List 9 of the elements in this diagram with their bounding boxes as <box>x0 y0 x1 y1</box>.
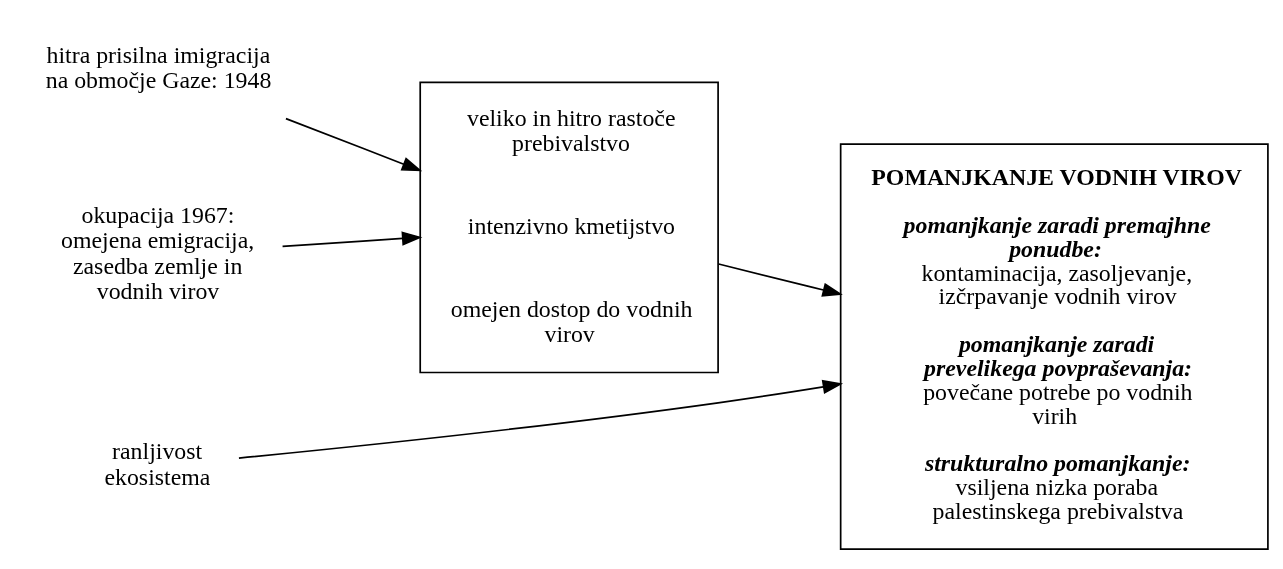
arrow <box>717 263 843 297</box>
arrow <box>281 231 423 248</box>
node-box: POMANJKANJE VODNIH VIROV pomanjkanje zaradi premajhne ponudbe: kontaminacija, zasoljevanje, izčrpavanje vodnih virov pomanjkanje zaradi prevelikega povpraševanja: povečane potrebe po vodnih virih strukturalno pomanjkanje: vsiljena nizka poraba palestinskega prebivalstva <box>839 143 1269 551</box>
node-text: hitra prisilna imigracija na območje Gaze: 1948 <box>45 41 272 94</box>
node-box: veliko in hitro rastoče prebivalstvo intenzivno kmetijstvo omejen dostop do vodnih virov <box>419 81 719 374</box>
node-text: ranljivost ekosistema <box>104 438 211 490</box>
arrow <box>285 117 423 172</box>
arrow <box>238 379 844 459</box>
node-text: okupacija 1967: omejena emigracija, zasedba zemlje in vodnih virov <box>61 201 255 305</box>
